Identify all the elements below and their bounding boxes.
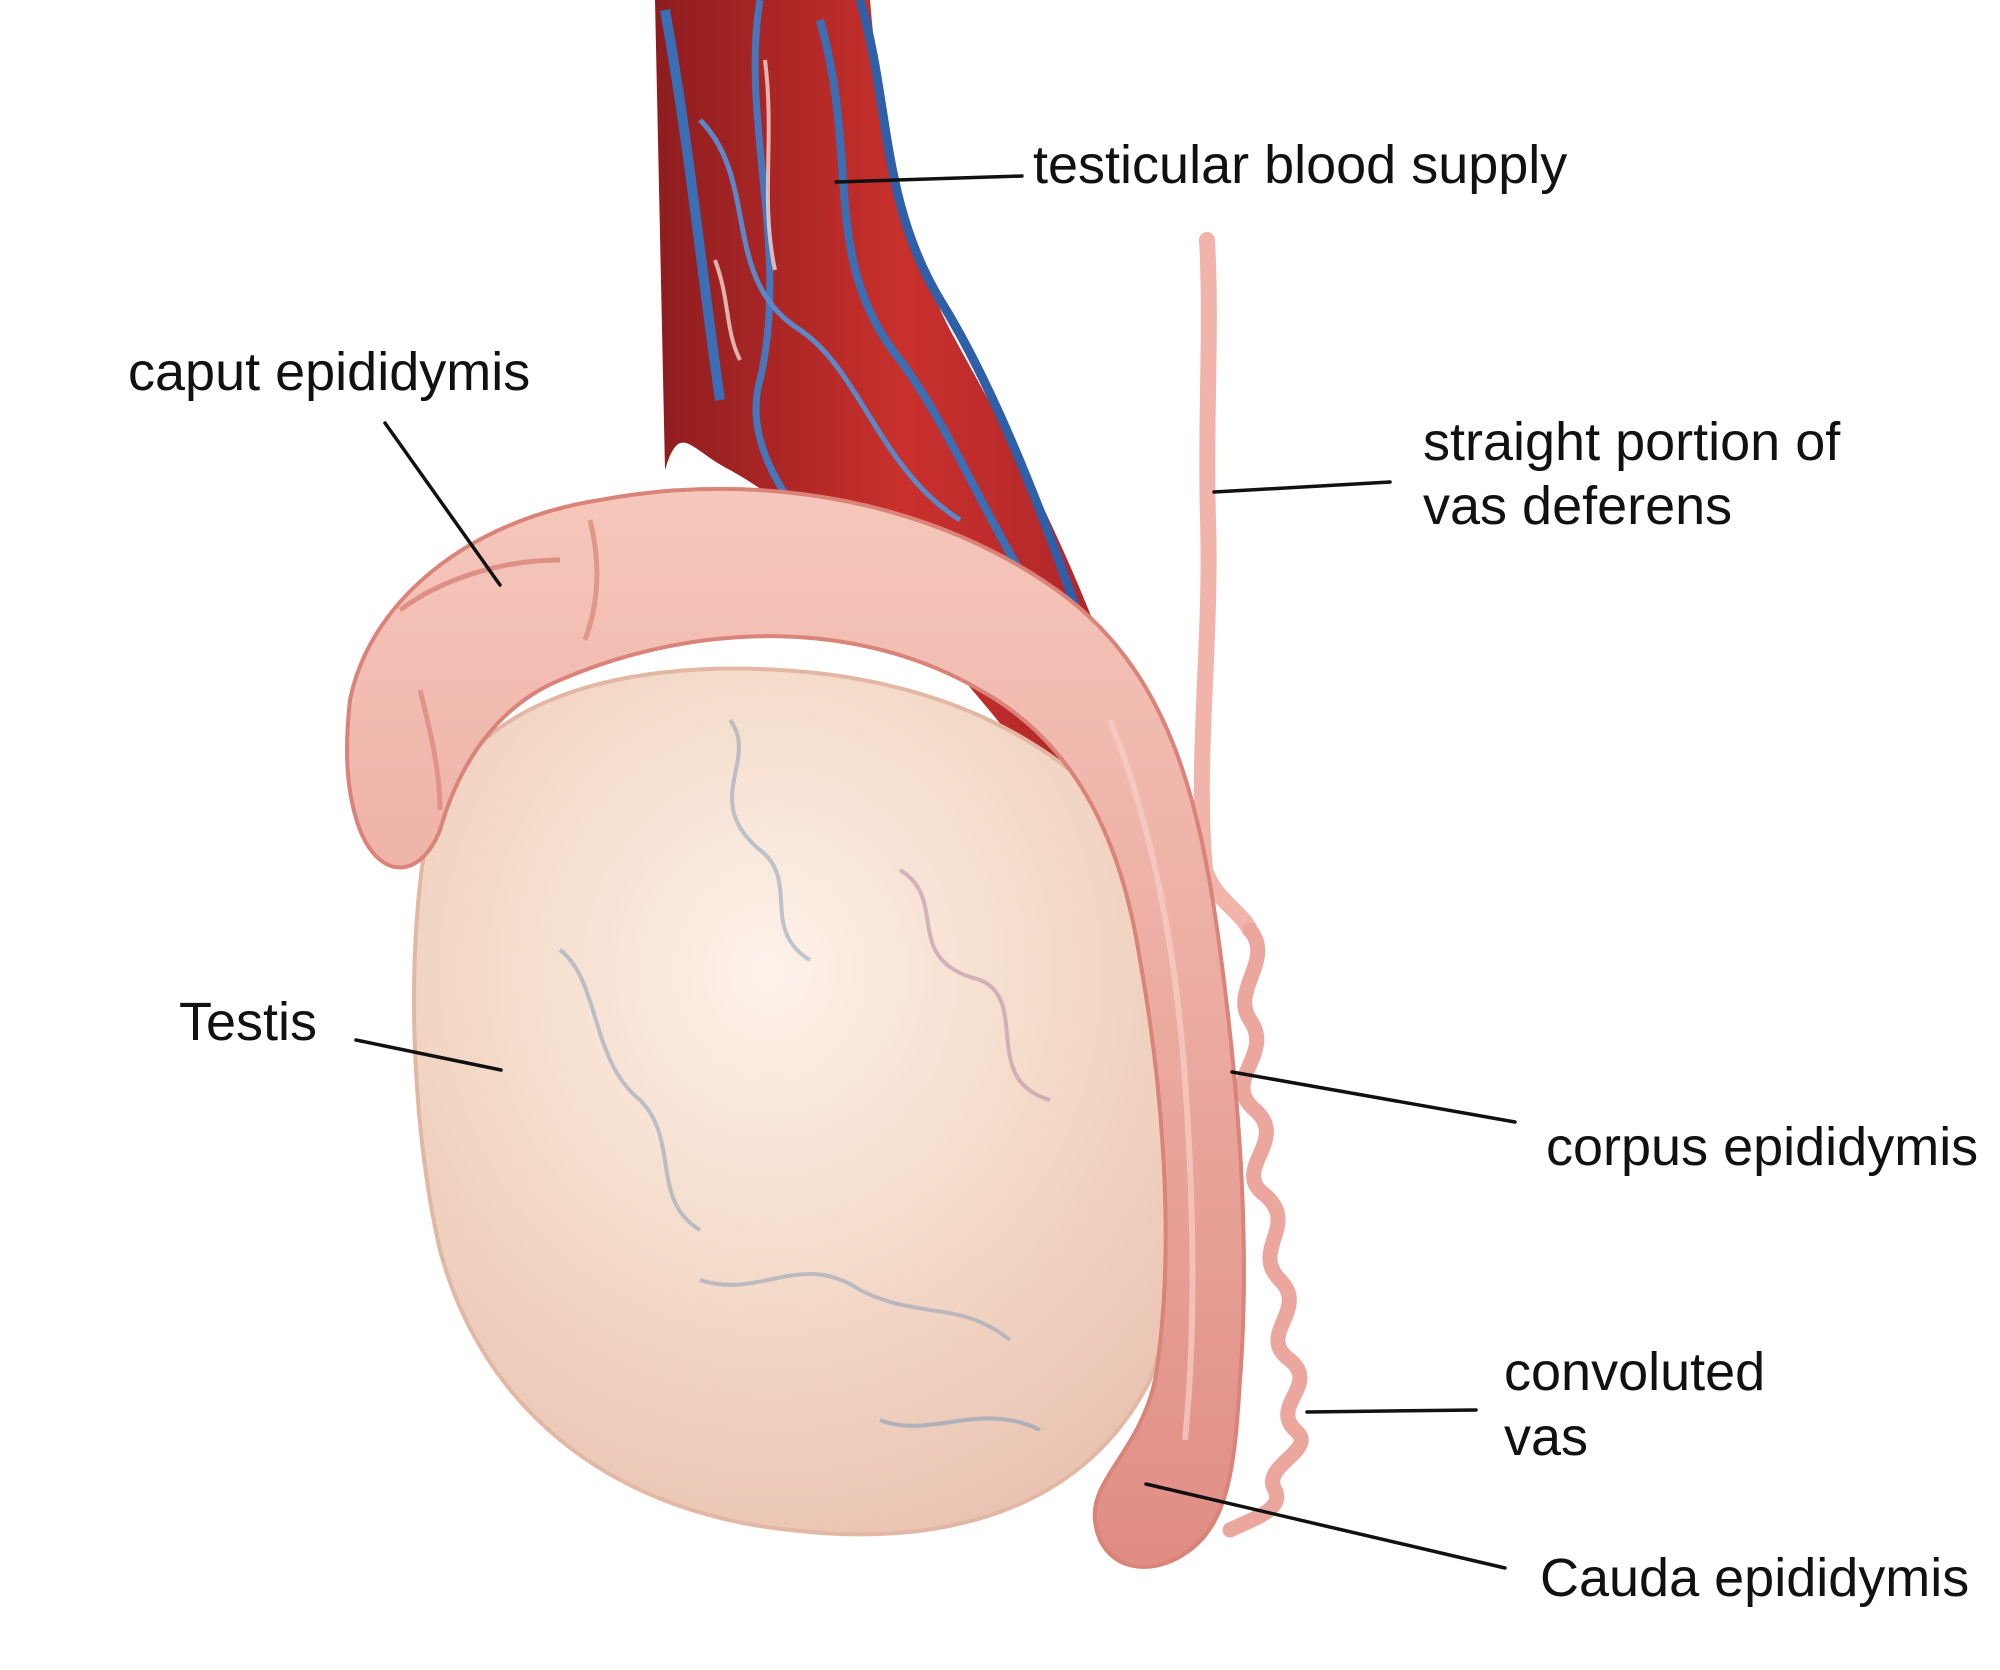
label-blood-supply: testicular blood supply — [1033, 135, 1567, 195]
label-straight-vas-line1: straight portion of — [1423, 412, 1841, 472]
caput-lobule-2 — [582, 519, 600, 641]
vein-1 — [660, 9, 725, 401]
label-straight-vas-line2: vas deferens — [1423, 476, 1732, 536]
leader-caput — [383, 421, 502, 587]
leader-cauda — [1144, 1482, 1507, 1570]
leader-lines — [354, 174, 1517, 1570]
highlight-2 — [713, 259, 742, 361]
label-convoluted-line1: convoluted — [1504, 1342, 1765, 1402]
vein-4 — [855, 0, 1125, 742]
leader-straight-vas — [1212, 480, 1392, 494]
leader-blood-supply — [834, 174, 1024, 184]
vein-3 — [816, 18, 1084, 663]
vein-5 — [698, 118, 962, 523]
testis-shape — [411, 666, 1209, 1537]
leader-corpus — [1230, 1070, 1517, 1124]
corpus-texture — [1107, 718, 1196, 1441]
label-caput: caput epididymis — [128, 342, 530, 402]
epididymis-body — [345, 486, 1246, 1569]
label-convoluted-line2: vas — [1504, 1407, 1588, 1467]
label-cauda: Cauda epididymis — [1540, 1548, 1969, 1608]
leader-convoluted-vas — [1305, 1408, 1478, 1414]
caput-lobule-1 — [398, 557, 561, 613]
epididymis — [345, 486, 1246, 1569]
convoluted-vas — [1222, 922, 1309, 1538]
caput-lobule-3 — [417, 689, 443, 811]
labels: testicular blood supply caput epididymis… — [128, 135, 1978, 1608]
highlight-1 — [763, 59, 777, 271]
label-corpus: corpus epididymis — [1546, 1117, 1978, 1177]
leader-testis — [354, 1038, 503, 1072]
straight-vas — [1193, 232, 1258, 938]
label-testis: Testis — [179, 992, 317, 1052]
testis-vessels — [558, 718, 1051, 1432]
